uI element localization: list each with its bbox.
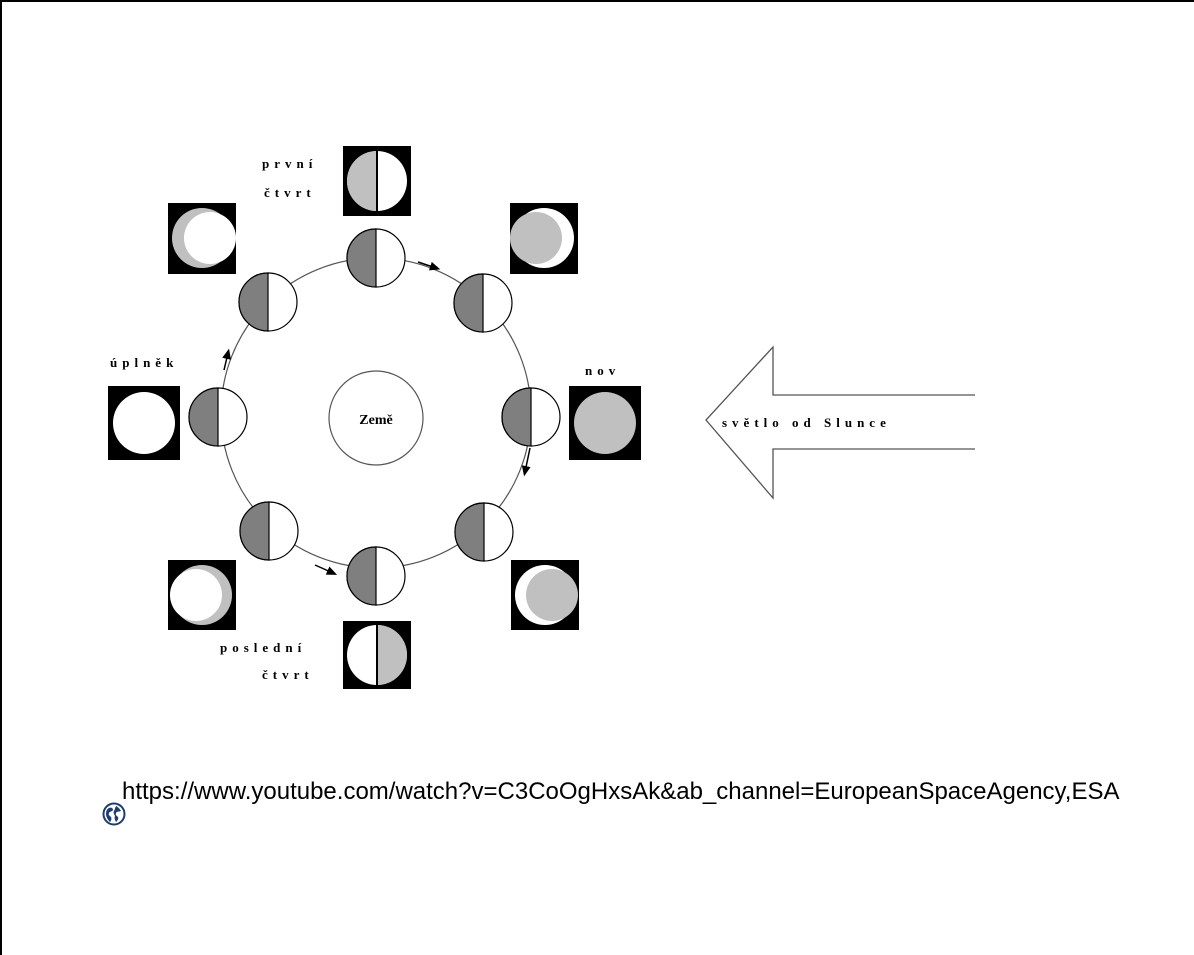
label-new-moon: nov [585, 363, 620, 378]
orbit-direction-arrow [314, 564, 338, 575]
orbit-moon [188, 387, 248, 447]
orbit-direction-arrow [222, 348, 232, 371]
label-full-moon: úplněk [110, 355, 178, 370]
orbit-moon [501, 387, 561, 447]
sunlight-arrow: světlo od Slunce [705, 345, 975, 500]
label-last-quarter-line2: čtvrt [262, 667, 314, 682]
orbit-moon [346, 546, 406, 606]
phase-box-waning-gibbous [168, 560, 236, 630]
phase-box-waxing-gibbous [168, 203, 236, 274]
phase-box-waxing-crescent [510, 203, 578, 274]
phase-box-first-quarter [343, 146, 411, 216]
orbit-direction-arrow [417, 261, 441, 271]
orbit-moon [238, 272, 298, 332]
orbit-moon [346, 228, 406, 288]
orbit-moon [239, 501, 299, 561]
phase-box-new-moon [569, 386, 641, 460]
label-last-quarter-line1: poslední [220, 640, 306, 655]
video-link[interactable]: https://www.youtube.com/watch?v=C3CoOgHx… [122, 778, 1120, 805]
earth: Země [328, 370, 424, 466]
moon-phases-diagram: Země [108, 146, 975, 689]
label-first-quarter-line1: první [262, 156, 317, 171]
sunlight-label: světlo od Slunce [722, 415, 891, 430]
phase-box-last-quarter [343, 621, 411, 689]
earth-label: Země [359, 413, 392, 428]
orbit-direction-arrow [521, 447, 531, 477]
orbit-moon [454, 502, 514, 562]
globe-icon[interactable] [102, 802, 126, 826]
phase-box-waning-crescent [511, 560, 579, 630]
label-first-quarter-line2: čtvrt [264, 185, 316, 200]
phase-box-full-moon [108, 386, 180, 460]
orbit-moon [453, 273, 513, 333]
